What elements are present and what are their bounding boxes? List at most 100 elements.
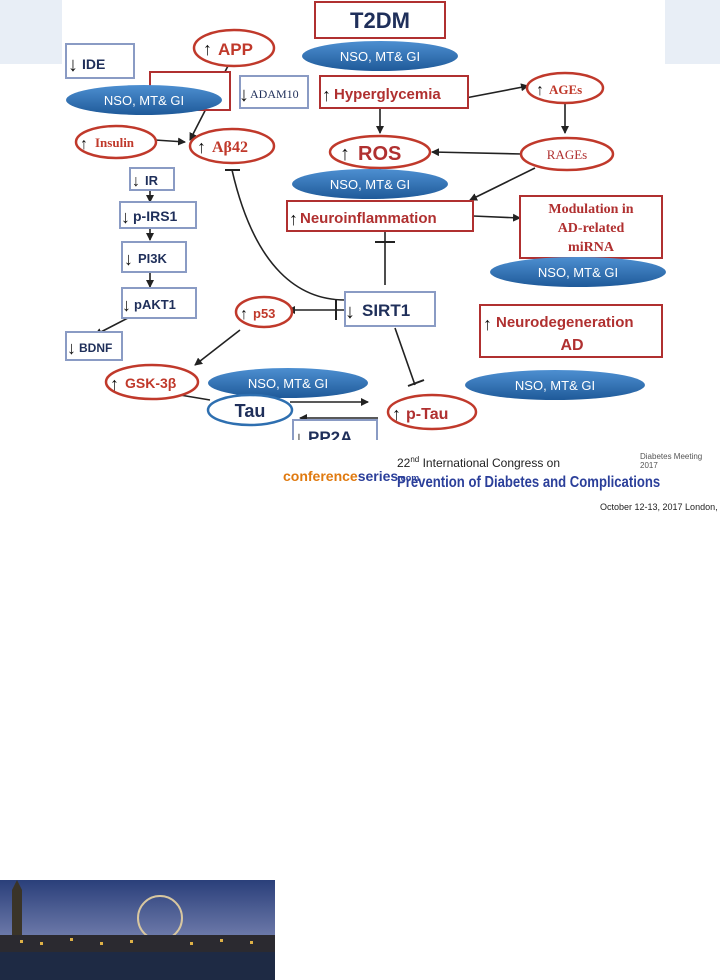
london-skyline-image bbox=[0, 880, 275, 980]
congress-dates: October 12-13, 2017 London, UK bbox=[600, 502, 720, 512]
neurodegeneration-box bbox=[479, 304, 663, 358]
ptau-label: p-Tau bbox=[406, 406, 448, 423]
modulation-box bbox=[519, 195, 663, 259]
hyperglycemia-label: Hyperglycemia bbox=[334, 86, 441, 103]
gsk3b-arrow-up: ↑ bbox=[110, 374, 119, 394]
p53-label: p53 bbox=[253, 306, 275, 321]
right-margin bbox=[665, 0, 720, 440]
pp2a-arrow-down: ↓ bbox=[294, 428, 304, 450]
meeting-tag: Diabetes Meeting 2017 bbox=[640, 452, 703, 470]
ir-arrow-down: ↓ bbox=[132, 173, 140, 190]
pakt1-label: pAKT1 bbox=[134, 297, 176, 312]
neuroinflammation-label: Neuroinflammation bbox=[300, 210, 437, 227]
edge-gsk-to-tau bbox=[179, 394, 211, 401]
tau-label: Tau bbox=[235, 401, 266, 421]
edge-sirt1-to-ptau bbox=[394, 327, 416, 386]
rages-oval bbox=[519, 136, 615, 172]
treatment-label-2: NSO, MT& GI bbox=[104, 93, 184, 108]
treatment-label-1: NSO, MT& GI bbox=[340, 49, 420, 64]
treatment-oval-2 bbox=[66, 85, 222, 115]
bdnf-box bbox=[65, 331, 123, 361]
ptau-oval bbox=[386, 393, 478, 431]
edge-sirt1-inhibit-abeta bbox=[231, 169, 346, 301]
insulin-arrow-up: ↑ bbox=[80, 136, 88, 153]
modulation-line-3: miRNA bbox=[568, 240, 615, 255]
bdnf-label: BDNF bbox=[79, 341, 112, 355]
bdnf-arrow-down: ↓ bbox=[67, 338, 76, 358]
ide-label: IDE bbox=[82, 56, 105, 72]
app-oval bbox=[192, 28, 276, 68]
edge-rages-to-neuroinflammation bbox=[469, 167, 536, 201]
treatment-label-3: NSO, MT& GI bbox=[330, 177, 410, 192]
congress-superscript: nd bbox=[410, 455, 420, 464]
ages-label: AGEs bbox=[549, 82, 582, 97]
treatment-oval-3 bbox=[292, 169, 448, 199]
tau-oval bbox=[206, 393, 294, 427]
left-margin bbox=[0, 0, 62, 440]
ptau-arrow-up: ↑ bbox=[392, 404, 401, 424]
treatment-oval-6 bbox=[465, 370, 645, 400]
brand-part-b: series bbox=[357, 468, 399, 484]
treatment-oval-4 bbox=[490, 257, 666, 287]
connectors bbox=[94, 61, 591, 422]
gsk3b-oval bbox=[104, 363, 200, 401]
ir-label: IR bbox=[145, 173, 159, 188]
congress-title: Prevention of Diabetes and Complications bbox=[397, 474, 661, 491]
neuroinflammation-box bbox=[286, 200, 474, 232]
edge-p53-to-gsk bbox=[194, 329, 241, 366]
ide-box bbox=[65, 43, 135, 79]
abeta42-arrow-up: ↑ bbox=[197, 137, 206, 157]
pirs1-label: p-IRS1 bbox=[133, 208, 178, 224]
treatment-label-6: NSO, MT& GI bbox=[515, 378, 595, 393]
insulin-oval bbox=[74, 124, 158, 160]
congress-rest: International Congress on bbox=[419, 456, 561, 470]
pi3k-arrow-down: ↓ bbox=[124, 249, 133, 269]
p53-arrow-up: ↑ bbox=[240, 306, 248, 323]
abeta42-label: Aβ42 bbox=[212, 139, 248, 156]
hyperglycemia-box bbox=[319, 75, 469, 109]
pirs1-box bbox=[119, 201, 197, 229]
ages-arrow-up: ↑ bbox=[536, 82, 544, 99]
edge-rages-to-ros bbox=[431, 148, 523, 157]
ages-oval bbox=[525, 71, 605, 105]
brand-part-a: conference bbox=[283, 468, 358, 484]
neurodegeneration-line-2: AD bbox=[560, 337, 583, 354]
sirt1-label: SIRT1 bbox=[362, 301, 410, 320]
app-arrow-up: ↑ bbox=[203, 39, 212, 59]
congress-number: 22 bbox=[397, 456, 411, 470]
treatment-label-4: NSO, MT& GI bbox=[538, 265, 618, 280]
app-label: APP bbox=[218, 40, 253, 59]
congress-line: 22nd International Congress on bbox=[397, 455, 560, 470]
modulation-line-1: Modulation in bbox=[548, 202, 633, 217]
neurodegeneration-line-1: Neurodegeneration bbox=[496, 314, 634, 331]
treatment-label-5: NSO, MT& GI bbox=[248, 376, 328, 391]
edge-neuro-to-modulation bbox=[472, 213, 521, 222]
hyperglycemia-arrow-up: ↑ bbox=[322, 85, 331, 105]
pi3k-box bbox=[121, 241, 187, 273]
pakt1-box bbox=[121, 287, 197, 319]
inhibition-bars bbox=[225, 169, 425, 387]
modulation-line-2: AD-related bbox=[558, 221, 625, 236]
footer-banner: conferenceseries.com Diabetes Meeting 20… bbox=[0, 440, 720, 980]
treatment-oval-1 bbox=[302, 41, 458, 71]
ros-label: ROS bbox=[358, 143, 401, 165]
treatment-oval-5 bbox=[208, 368, 368, 398]
neurodegeneration-arrow-up: ↑ bbox=[483, 314, 492, 334]
brand-logo: conferenceseries.com bbox=[283, 468, 419, 484]
pakt1-arrow-down: ↓ bbox=[122, 295, 131, 315]
abeta42-oval bbox=[188, 127, 276, 165]
pirs1-arrow-down: ↓ bbox=[121, 207, 130, 227]
edge-insulin-to-abeta42 bbox=[154, 137, 186, 146]
brand-part-c: .com bbox=[398, 473, 420, 483]
neuroinflammation-arrow-up: ↑ bbox=[289, 209, 298, 229]
ide-arrow-down: ↓ bbox=[68, 54, 78, 76]
p53-oval bbox=[234, 295, 294, 329]
rages-label: RAGEs bbox=[547, 147, 587, 162]
t2dm-box bbox=[314, 1, 446, 39]
gsk3b-label: GSK-3β bbox=[125, 375, 177, 391]
pathway-diagram: T2DM ↑ APP ↓ IDE NSO, MT& GI ↑ Hyperglyc… bbox=[65, 1, 666, 451]
insulin-label: Insulin bbox=[95, 135, 135, 150]
adam10-box bbox=[239, 75, 309, 109]
adam10-label: ADAM10 bbox=[250, 87, 299, 101]
adam10-arrow-down: ↓ bbox=[239, 84, 249, 106]
